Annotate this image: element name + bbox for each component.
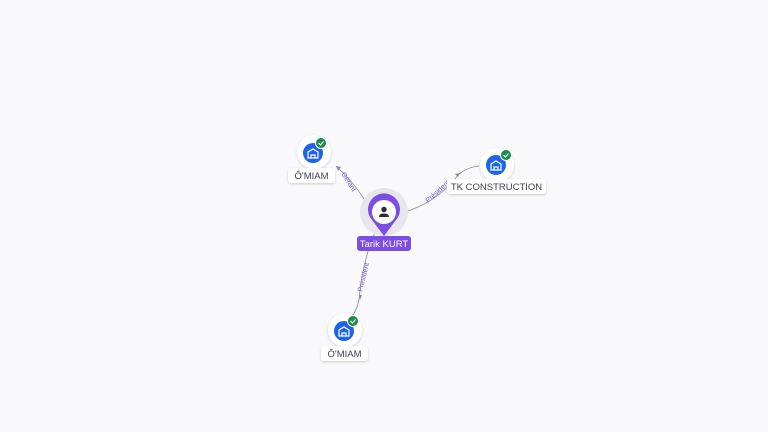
building-glyph bbox=[307, 148, 319, 159]
edge-label-omiam-1: Gérant bbox=[339, 171, 357, 193]
edge-arrow-omiam-2 bbox=[359, 295, 362, 300]
verified-check-icon bbox=[500, 149, 512, 161]
person-label: Tarik KURT bbox=[360, 239, 409, 250]
edge-arrow-tk-construction bbox=[455, 173, 460, 177]
building-glyph bbox=[338, 326, 350, 337]
company-node-omiam-2[interactable]: Ô'MIAM bbox=[321, 313, 368, 361]
company-label-tk-construction: TK CONSTRUCTION bbox=[451, 182, 542, 193]
person-node-center[interactable]: Tarik KURT bbox=[357, 188, 411, 251]
person-icon bbox=[379, 206, 389, 217]
company-node-tk-construction[interactable]: TK CONSTRUCTION bbox=[447, 148, 546, 194]
company-label-omiam-2: Ô'MIAM bbox=[327, 349, 361, 360]
edge-label-omiam-2: Président bbox=[357, 262, 371, 292]
company-label-omiam-1: Ô'MIAM bbox=[294, 171, 328, 182]
verified-check-icon bbox=[315, 137, 327, 149]
building-glyph bbox=[490, 160, 502, 171]
verified-check-icon bbox=[347, 315, 359, 327]
edge-arrow-omiam-1 bbox=[336, 166, 341, 171]
company-node-omiam-1[interactable]: Ô'MIAM bbox=[288, 135, 335, 183]
